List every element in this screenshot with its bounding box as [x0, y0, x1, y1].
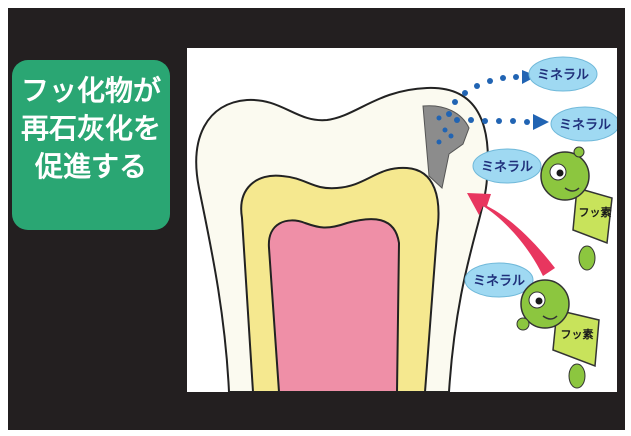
mineral-bubble-2: ミネラル	[551, 107, 617, 141]
mineral-label-2: ミネラル	[559, 118, 611, 133]
fluoride-label-2: フッ素	[561, 327, 594, 341]
mineral-bubble-3: ミネラル	[473, 149, 541, 183]
caption-box: フッ化物が 再石灰化を 促進する	[12, 60, 170, 230]
mineral-label-1: ミネラル	[537, 68, 589, 83]
caption-line-2: 再石灰化を	[12, 110, 170, 148]
fluoride-label-1: フッ素	[579, 205, 612, 219]
mineral-label-4: ミネラル	[473, 274, 525, 289]
mineral-label-3: ミネラル	[481, 160, 533, 175]
mineral-bubble-1: ミネラル	[529, 57, 597, 91]
caption-line-1: フッ化物が	[12, 72, 170, 110]
fluoride-character-2: フッ素	[517, 280, 599, 388]
caption-line-3: 促進する	[12, 148, 170, 186]
mineral-bubble-4: ミネラル	[465, 263, 533, 297]
fluoride-character-1: フッ素	[541, 147, 612, 270]
tooth-pulp	[269, 219, 399, 392]
tooth-diagram: ミネラル ミネラル ミネラル ミネラル フッ素	[187, 48, 617, 392]
illustration-panel: ミネラル ミネラル ミネラル ミネラル フッ素	[187, 48, 617, 392]
